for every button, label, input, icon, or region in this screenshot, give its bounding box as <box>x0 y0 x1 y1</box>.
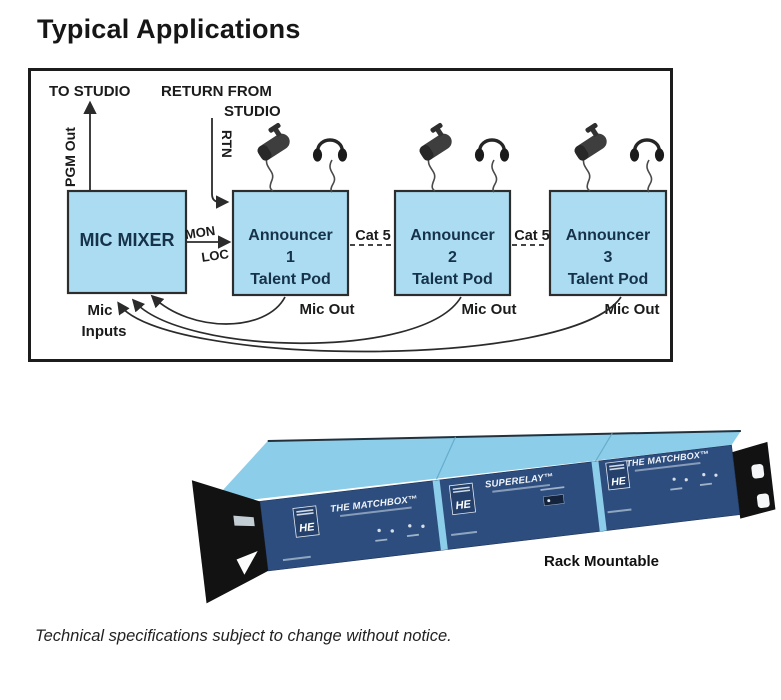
mic-inputs-label-line2: Inputs <box>82 323 127 340</box>
mic-inputs-label-line1: Mic <box>87 302 112 319</box>
mic-out-label-1: Mic Out <box>300 301 355 318</box>
mic-return-arc-3 <box>117 296 622 353</box>
talent-pod-3: Announcer 3 Talent Pod <box>548 189 668 297</box>
mic-return-arc-2 <box>131 296 462 345</box>
to-studio-label: TO STUDIO <box>49 83 131 100</box>
he-logo-text: HE <box>611 475 628 489</box>
module-subtitle-line <box>492 483 551 493</box>
talent-pod-1: Announcer 1 Talent Pod <box>231 189 350 297</box>
mic-mixer-label: MIC MIXER <box>79 230 174 250</box>
rtn-label: RTN <box>219 130 234 158</box>
rack-top-seams <box>435 432 613 480</box>
pod-line1: Announcer <box>410 227 494 244</box>
rack-divider-1 <box>432 479 448 551</box>
mon-label: MON <box>184 223 216 242</box>
module-fine-print <box>451 530 478 536</box>
rack-rear-edge <box>267 429 741 443</box>
pod-line2: 1 <box>286 249 295 266</box>
cat5-label-2: Cat 5 <box>514 228 549 244</box>
rack-caption: Rack Mountable <box>544 553 660 570</box>
mic-return-arc-1 <box>150 294 286 325</box>
cat5-label-1: Cat 5 <box>355 228 390 244</box>
module-fine-print <box>282 555 311 562</box>
applications-diagram: TO STUDIO RETURN FROM STUDIO PGM Out RTN… <box>49 83 668 353</box>
applications-diagram-frame: TO STUDIO RETURN FROM STUDIO PGM Out RTN… <box>28 68 673 362</box>
mic-mixer-box <box>66 189 188 295</box>
talent-pod-box <box>548 189 668 297</box>
pod-line2: 3 <box>604 249 613 266</box>
pod-line1: Announcer <box>566 227 650 244</box>
mic-out-label-2: Mic Out <box>462 301 517 318</box>
he-logo-text: HE <box>299 521 316 535</box>
return-from-studio-label: STUDIO <box>224 103 281 120</box>
rack-ear-left <box>191 480 269 604</box>
pod-line3: Talent Pod <box>412 271 493 288</box>
loc-label: LOC <box>200 246 230 265</box>
rack-divider-2 <box>591 461 607 532</box>
module-subtitle-line <box>634 461 701 472</box>
rack-ear-right <box>732 441 776 519</box>
talent-pod-icons-1 <box>248 120 349 194</box>
talent-pod-2: Announcer 2 Talent Pod <box>393 189 512 297</box>
pod-line1: Announcer <box>248 227 332 244</box>
page-title: Typical Applications <box>37 14 301 44</box>
talent-pod-box <box>393 189 512 297</box>
rack-unit-photo: HE THE MATCHBOX™ HE SUPERELAY™ <box>191 429 776 604</box>
module-subtitle-line <box>340 506 412 517</box>
module-fine-print <box>607 508 632 514</box>
talent-pod-box <box>231 189 350 297</box>
talent-pod-icons-2 <box>410 120 511 194</box>
pgm-out-label: PGM Out <box>62 127 78 187</box>
rtn-arrow <box>211 118 230 209</box>
return-from-label: RETURN FROM <box>161 83 272 100</box>
mic-out-label-3: Mic Out <box>605 301 660 318</box>
pod-line3: Talent Pod <box>250 271 331 288</box>
he-logo-text: HE <box>455 498 472 512</box>
footer-note: Technical specifications subject to chan… <box>35 627 452 645</box>
talent-pod-icons-3 <box>565 120 666 194</box>
module-switch <box>543 494 565 507</box>
pod-line2: 2 <box>448 249 457 266</box>
rack-top-face <box>209 430 741 505</box>
pod-line3: Talent Pod <box>568 271 649 288</box>
